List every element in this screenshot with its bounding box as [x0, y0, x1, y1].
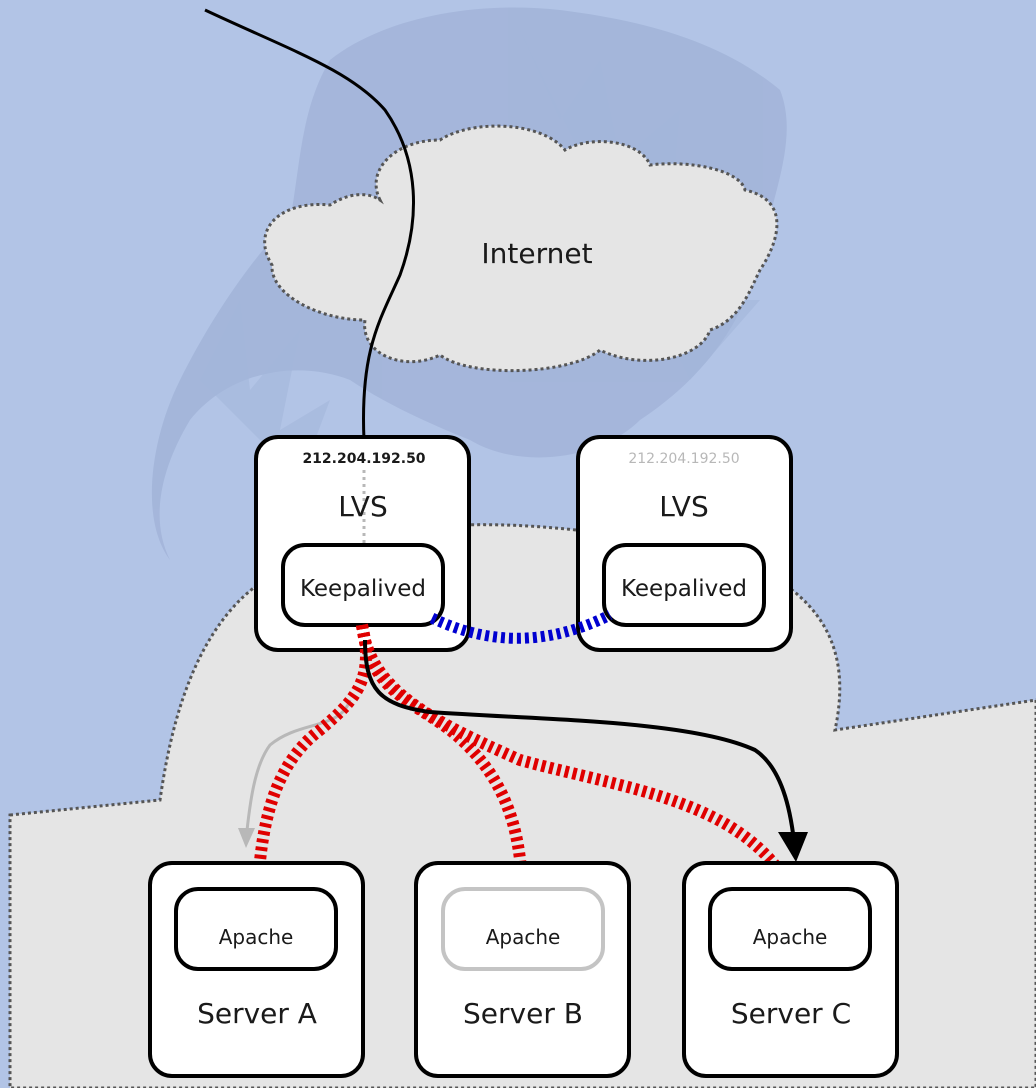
- incoming-traffic-line: [204, 8, 416, 441]
- health-check-to-server-c: [356, 624, 796, 890]
- keepalived-backup-box: [602, 543, 766, 627]
- apache-c-label: Apache: [753, 925, 828, 949]
- apache-c-box: [708, 887, 872, 971]
- health-check-links: [252, 623, 796, 890]
- server-c-label: Server C: [731, 997, 851, 1030]
- heartbeat-link: [429, 610, 613, 644]
- lvs-primary-name: LVS: [338, 490, 387, 523]
- keepalived-primary-label: Keepalived: [300, 576, 426, 602]
- apache-a-label: Apache: [219, 925, 294, 949]
- keepalived-backup-label: Keepalived: [621, 576, 747, 602]
- lvs-backup-name: LVS: [659, 490, 708, 523]
- inactive-route-arrow: [244, 699, 352, 841]
- lvs-primary-ip: 212.204.192.50: [302, 451, 425, 467]
- internet-label: Internet: [481, 237, 592, 270]
- lvs-backup-ip: 212.204.192.50: [628, 451, 739, 467]
- apache-b-box: [441, 887, 605, 971]
- active-arrowhead: [778, 832, 808, 862]
- active-traffic-route: [363, 639, 797, 851]
- server-b-label: Server B: [463, 997, 583, 1030]
- health-check-to-server-a: [252, 623, 372, 888]
- apache-b-label: Apache: [486, 925, 561, 949]
- apache-a-box: [174, 887, 338, 971]
- inactive-arrowhead: [238, 828, 255, 848]
- server-a-label: Server A: [197, 997, 317, 1030]
- internet-cloud: [263, 124, 779, 373]
